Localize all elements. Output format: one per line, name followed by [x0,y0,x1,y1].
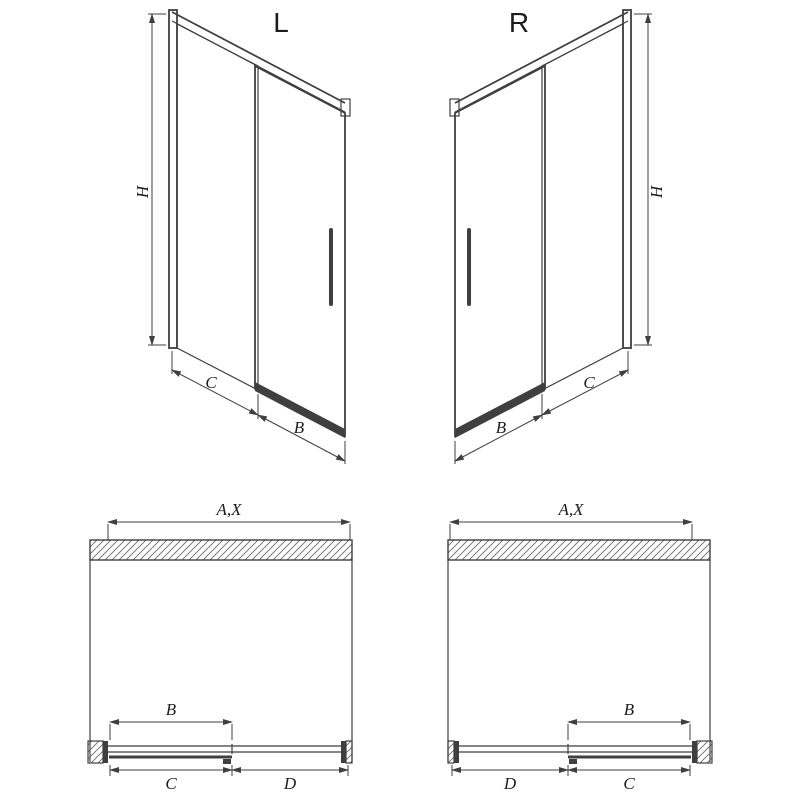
b-dimension-label: B [496,418,507,437]
b-dimension-label: B [624,700,635,719]
fixed-glass-panel [176,23,259,391]
c-dimension-line [541,369,629,416]
b-dimension-line [257,414,346,462]
right-door-profile [692,741,697,763]
ax-dimension-label: A,X [557,500,584,519]
b-dimension-line [454,414,543,462]
right-wall-stub-hatched [696,740,713,764]
back-wall-hatched [89,539,353,561]
b-dimension-label: B [166,700,177,719]
leaf-handle-nub [223,759,231,764]
h-dimension-label: H [133,184,152,199]
d-dimension-label: D [503,774,517,793]
fixed-glass-panel [541,23,624,391]
iso-view-right: R H C B [449,7,666,464]
left-wall-stub-hatched [447,740,455,764]
c-dimension-label: C [623,774,635,793]
top-rail-outer [454,11,629,104]
right-wall-stub-hatched [345,740,353,764]
left-wall-stub-hatched [87,740,104,764]
c-dimension-label: C [165,774,177,793]
plan-view-right: A,X B D C [447,500,713,793]
wall-profile [168,9,178,349]
d-dimension-label: D [283,774,297,793]
door-handle [329,228,333,306]
c-dimension-label: C [205,373,217,392]
variant-label-left: L [273,7,289,38]
c-dimension-line [171,369,259,416]
iso-view-left: L H C B [133,7,351,464]
h-dimension-label: H [647,184,666,199]
back-wall-hatched [447,539,711,561]
b-dimension-label: B [294,418,305,437]
c-dimension-label: C [583,373,595,392]
leaf-handle-nub [569,759,577,764]
variant-label-right: R [509,7,529,38]
door-handle [467,228,471,306]
ax-dimension-label: A,X [215,500,242,519]
wall-profile [622,9,632,349]
left-door-profile [103,741,108,763]
top-rail-outer [171,11,346,104]
plan-view-left: A,X B C D [87,500,353,793]
